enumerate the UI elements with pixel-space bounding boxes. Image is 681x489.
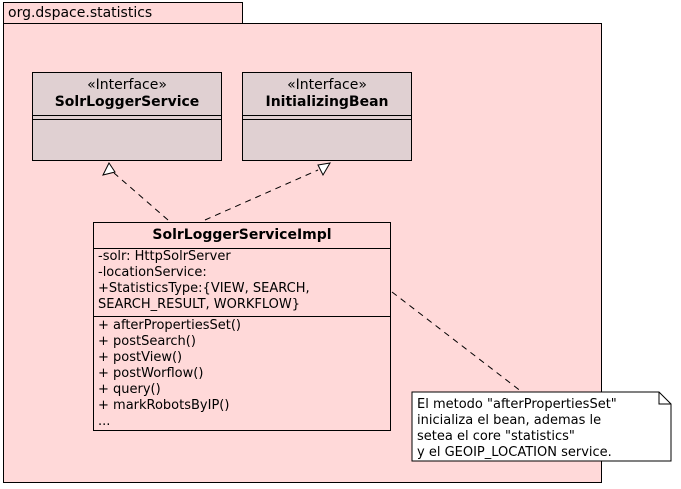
compartment-divider [94, 316, 390, 317]
note-box [411, 391, 672, 462]
class-attribute: -locationService: [98, 265, 207, 280]
note-anchor-line [391, 291, 523, 393]
interface-solr-logger-service[interactable]: «Interface» SolrLoggerService [32, 72, 222, 161]
note-line: inicializa el bean, ademas le [417, 413, 602, 428]
note-line: El metodo "afterPropertiesSet" [417, 397, 617, 412]
realization-line-initializing-bean [204, 169, 319, 221]
class-operation: + postView() [98, 350, 183, 365]
class-name: SolrLoggerServiceImpl [152, 227, 332, 243]
realization-arrowhead [102, 162, 116, 176]
note-line: y el GEOIP_LOCATION service. [417, 445, 612, 460]
interface-initializing-bean[interactable]: «Interface» InitializingBean [242, 72, 412, 161]
class-attribute: +StatisticsType:{VIEW, SEARCH, [98, 281, 310, 296]
class-operation: + postSearch() [98, 334, 196, 349]
class-operation: + postWorflow() [98, 366, 204, 381]
compartment-divider [243, 119, 411, 120]
class-operation: ... [98, 414, 111, 429]
interface-stereotype: «Interface» [87, 77, 167, 93]
class-attribute: -solr: HttpSolrServer [98, 249, 231, 264]
compartment-divider [94, 248, 390, 249]
interface-name: InitializingBean [265, 94, 389, 110]
class-solr-logger-service-impl[interactable]: SolrLoggerServiceImpl -solr: HttpSolrSer… [93, 222, 391, 431]
class-operation: + markRobotsByIP() [98, 398, 230, 413]
realization-line-solr-logger-service [113, 172, 169, 221]
package-name: org.dspace.statistics [8, 5, 153, 21]
realization-arrowhead [317, 162, 331, 177]
class-operation: + afterPropertiesSet() [98, 318, 241, 333]
note-fold [658, 392, 671, 405]
interface-name: SolrLoggerService [54, 94, 200, 110]
note-line: setea el core "statistics" [417, 429, 575, 444]
interface-stereotype: «Interface» [287, 77, 367, 93]
compartment-divider [243, 115, 411, 116]
class-operation: + query() [98, 382, 161, 397]
compartment-divider [33, 115, 221, 116]
class-attribute: SEARCH_RESULT, WORKFLOW} [98, 297, 301, 312]
compartment-divider [33, 119, 221, 120]
